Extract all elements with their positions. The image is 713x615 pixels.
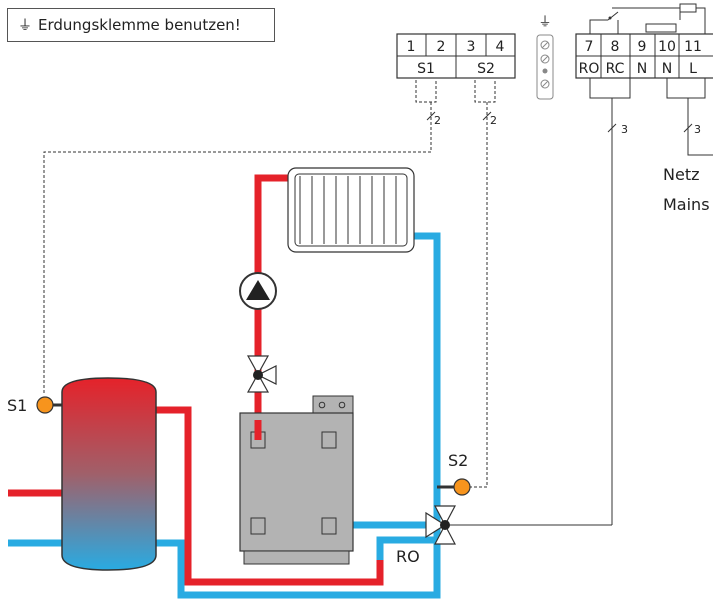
terminal-7: 7 (585, 39, 594, 55)
ground-icon: ⏚ (18, 18, 32, 34)
circulation-pump (239, 272, 277, 310)
terminal-2: 2 (437, 39, 446, 55)
terminal-4: 4 (496, 39, 505, 55)
terminal-11: 11 (684, 39, 702, 55)
ground-terminal-strip: ⏚ (536, 15, 554, 100)
sensor-s2 (453, 478, 471, 496)
terminal-label-rc: RC (606, 61, 625, 77)
mixing-valve-top (246, 355, 277, 393)
radiator (287, 167, 415, 253)
s1-signal-line (43, 151, 431, 395)
mains-label-de: Netz (663, 165, 699, 184)
storage-tank (61, 377, 157, 571)
sensor-s1-label: S1 (7, 396, 27, 415)
wire-count-ro: 3 (621, 123, 628, 136)
terminal-label-s1: S1 (417, 61, 435, 77)
wire-count-mains: 3 (694, 123, 701, 136)
terminal-label-ro: RO (579, 61, 600, 77)
ground-note-box: ⏚ Erdungsklemme benutzen! (7, 8, 275, 42)
wire-count-s1: 2 (434, 114, 441, 127)
mains-label-en: Mains (663, 195, 710, 214)
terminal-9: 9 (638, 39, 647, 55)
ground-note-text: Erdungsklemme benutzen! (38, 16, 241, 34)
power-terminal-block: 7 8 9 10 11 RO RC N N L 3 (575, 3, 713, 525)
hot-supply-pipe (254, 174, 292, 440)
ground-strip-icon: ⏚ (538, 15, 551, 30)
terminal-10: 10 (658, 39, 676, 55)
terminal-label-l: L (689, 61, 697, 77)
terminal-3: 3 (467, 39, 476, 55)
terminal-label-n2: N (662, 61, 672, 77)
terminal-label-s2: S2 (477, 61, 495, 77)
sensor-s1 (36, 396, 54, 414)
terminal-label-n1: N (637, 61, 647, 77)
valve-ro-label: RO (396, 547, 420, 566)
sensor-s2-label: S2 (448, 451, 468, 470)
sensor-terminal-block: 1 2 3 4 S1 S2 2 2 (396, 33, 516, 487)
terminal-1: 1 (407, 39, 416, 55)
terminal-8: 8 (611, 39, 620, 55)
wire-count-s2: 2 (490, 114, 497, 127)
diverter-valve-ro (425, 505, 456, 545)
